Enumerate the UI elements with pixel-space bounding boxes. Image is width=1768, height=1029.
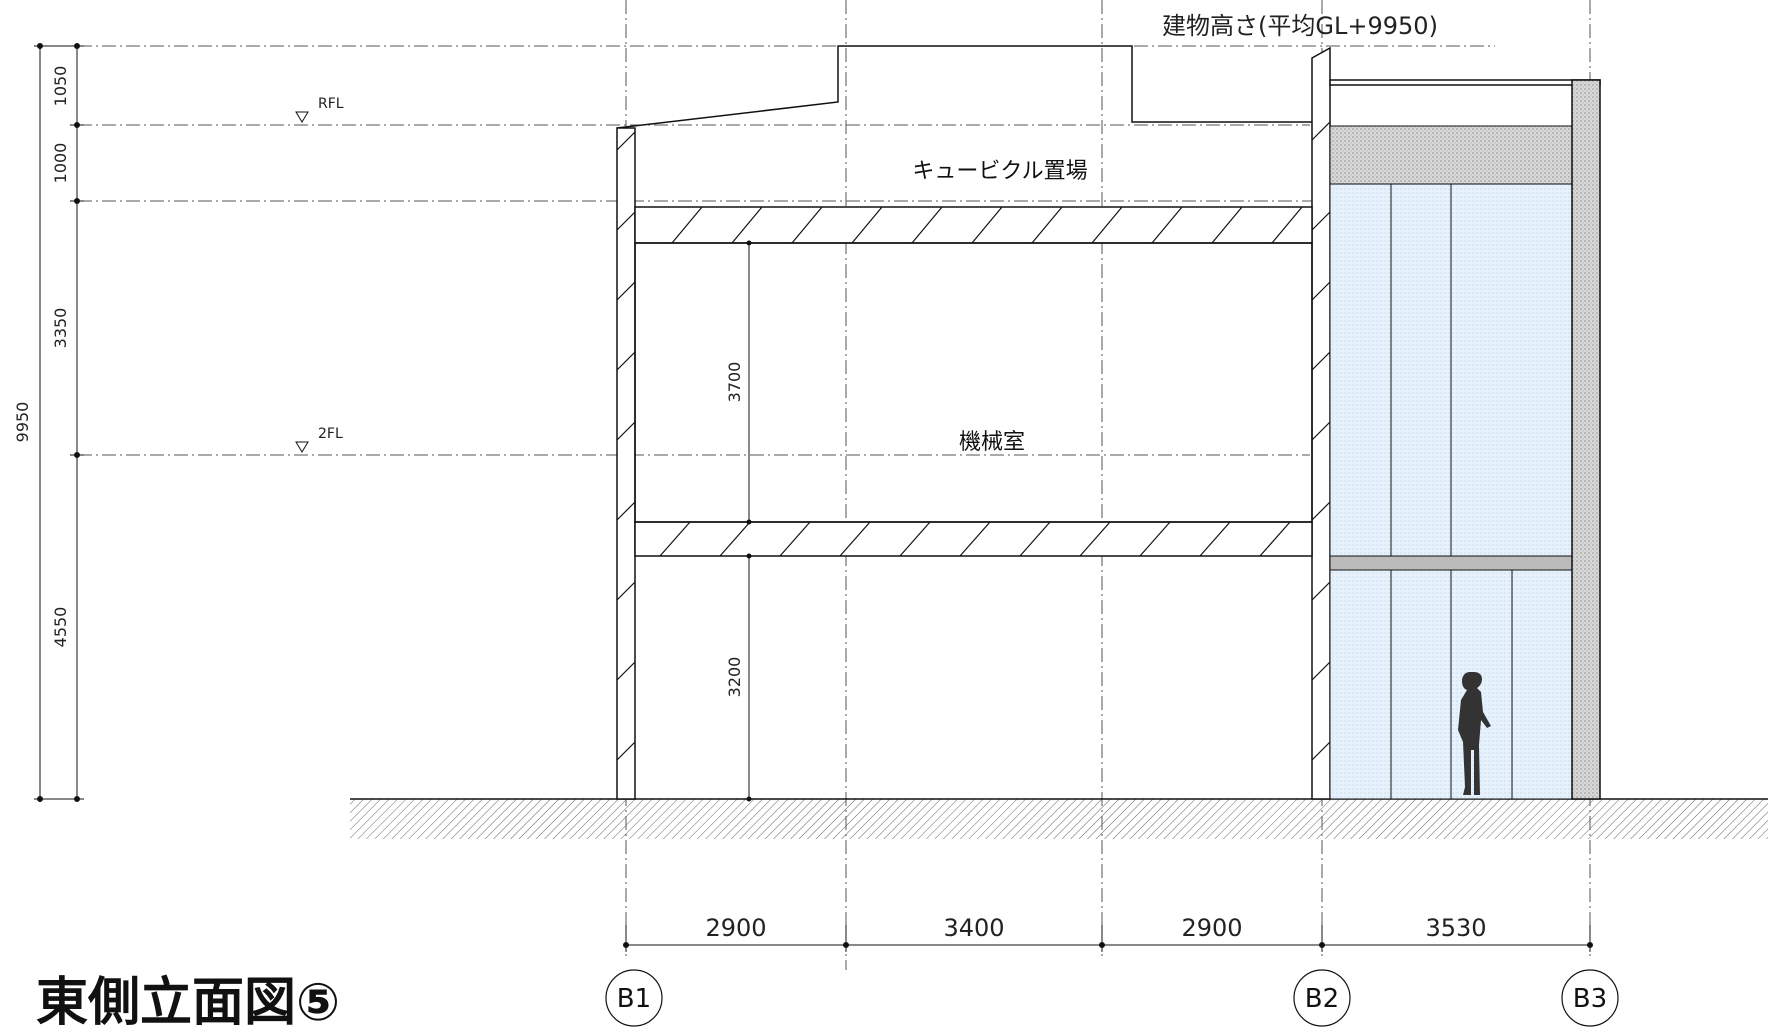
cubicle-area-label: キュービクル置場 (912, 159, 1087, 184)
vertical-dimensions (34, 43, 84, 802)
2fl-label: 2FL (318, 426, 343, 442)
dim-total-9950: 9950 (13, 402, 32, 443)
roof-cap (1329, 79, 1601, 86)
transom-band (1329, 555, 1573, 571)
grid-bubble-b2: B2 (1293, 969, 1351, 1027)
building-section (616, 45, 1331, 800)
building-height-note: 建物高さ(平均GL+9950) (1162, 12, 1438, 40)
ground-hatch (350, 799, 1768, 839)
glass-facade (1329, 79, 1601, 800)
slab-hatching (616, 121, 1331, 761)
level-lines (78, 45, 1495, 456)
hdim-1: 2900 (705, 914, 766, 942)
hdim-4: 3530 (1425, 914, 1486, 942)
level-markers: RFL 2FL (295, 96, 344, 453)
rfl-marker-icon (295, 111, 309, 123)
drawing-title: 東側立面図⑤ (36, 973, 340, 1029)
2fl-marker-icon (295, 441, 309, 453)
b2-wall (1311, 46, 1331, 800)
middle-slab (634, 521, 1313, 557)
hdim-3: 2900 (1181, 914, 1242, 942)
grid-bubble-b1: B1 (605, 969, 663, 1027)
dim-1000: 1000 (51, 143, 70, 184)
machine-room-box (634, 242, 1313, 523)
rfl-label: RFL (318, 96, 344, 112)
dim-inner-3700: 3700 (725, 362, 744, 403)
person-silhouette (1458, 672, 1491, 795)
dim-3350: 3350 (51, 308, 70, 349)
dim-inner-3200: 3200 (725, 657, 744, 698)
hdim-2: 3400 (943, 914, 1004, 942)
stone-band (1329, 125, 1573, 185)
horizontal-dimension-chain (623, 925, 1593, 952)
left-wall-hatch (616, 131, 636, 761)
b2-wall-hatch (1311, 121, 1331, 761)
b3-column (1571, 79, 1601, 800)
left-wall (616, 127, 636, 800)
dim-1050: 1050 (51, 66, 70, 107)
grid-bubble-b3: B3 (1561, 969, 1619, 1027)
dim-4550: 4550 (51, 607, 70, 648)
upper-slab-hatch (671, 206, 1303, 244)
roof-outline (616, 45, 1312, 129)
grid-label-b2: B2 (1305, 984, 1339, 1014)
machine-room-label: 機械室 (959, 430, 1025, 455)
grid-label-b3: B3 (1573, 984, 1607, 1014)
grid-label-b1: B1 (617, 984, 651, 1014)
inner-dim-dots (746, 240, 752, 802)
middle-slab-hatch (659, 521, 1291, 557)
